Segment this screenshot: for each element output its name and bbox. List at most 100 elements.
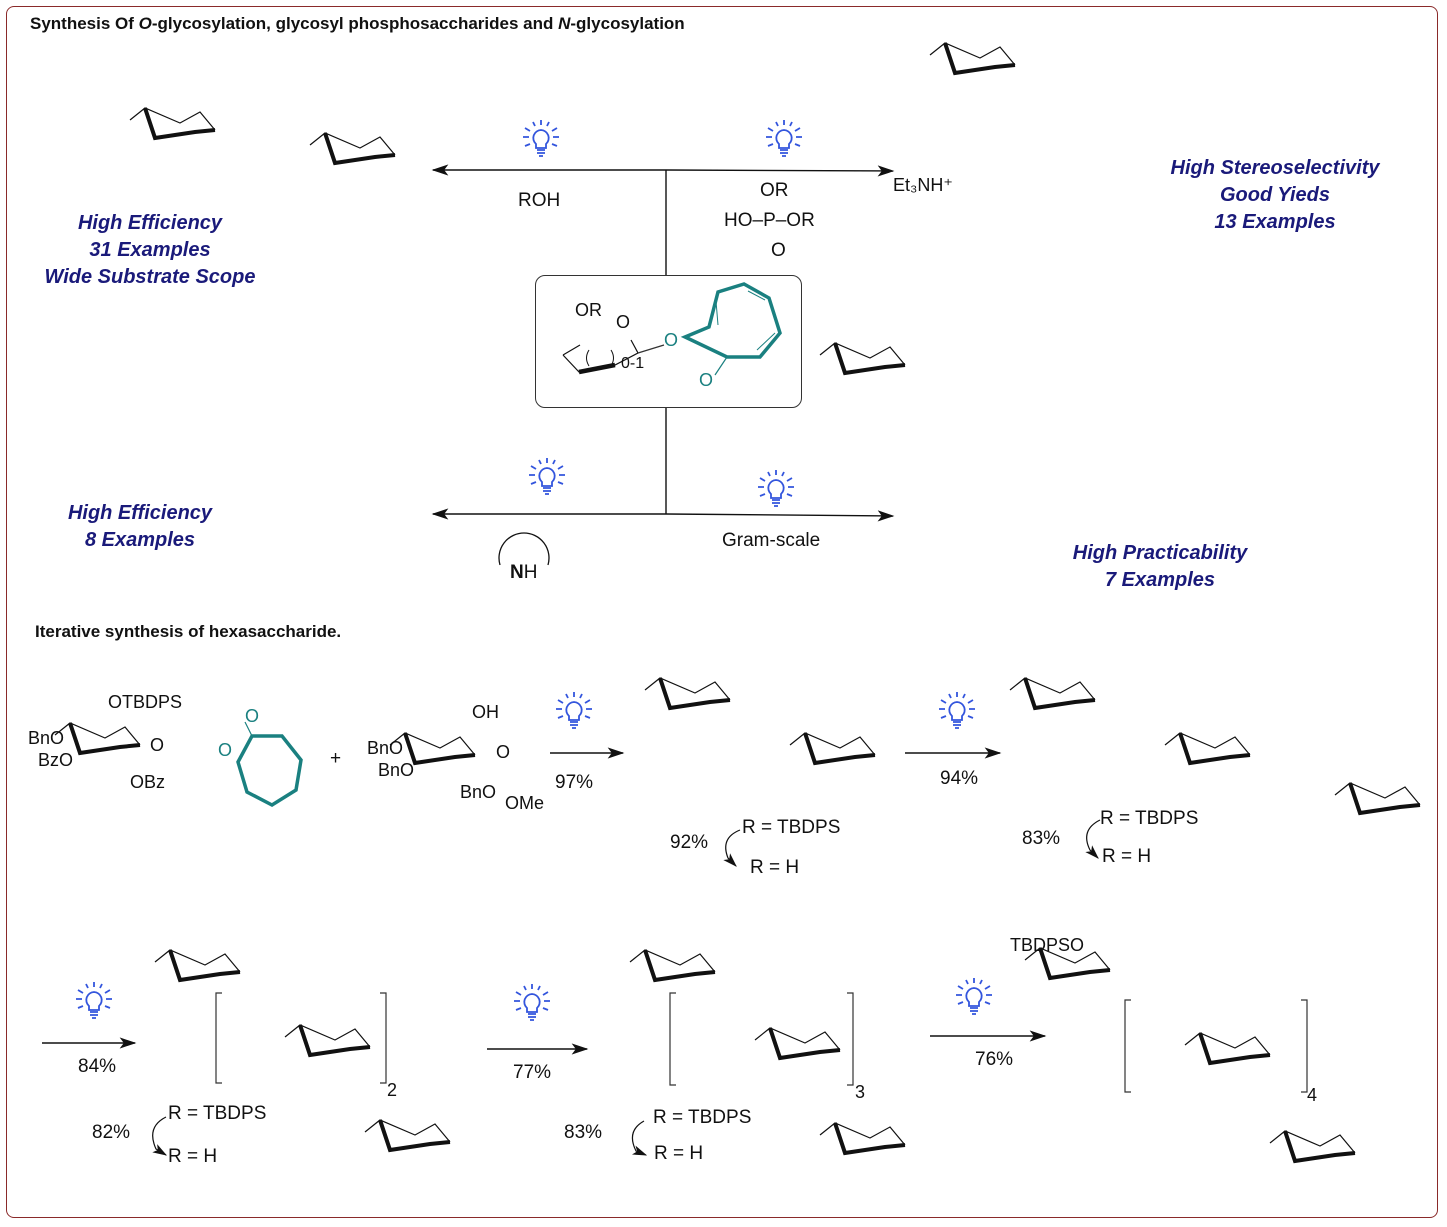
bracket-4 bbox=[1124, 999, 1308, 1093]
light-bulb-icon bbox=[525, 456, 569, 500]
sugar-ring-back bbox=[754, 1027, 841, 1051]
donor-obz: OBz bbox=[130, 772, 166, 792]
sugar-ring-front bbox=[768, 1027, 841, 1061]
final-protecting-group: TBDPSO bbox=[1010, 935, 1085, 955]
deprotect-yield-4: 83% bbox=[564, 1122, 603, 1143]
sugar-ring-back bbox=[1024, 947, 1111, 971]
yield-step-1: 97% bbox=[555, 772, 594, 793]
sugar-ring-front bbox=[1023, 677, 1096, 711]
repeat-subscript-3: 3 bbox=[855, 1082, 866, 1102]
sugar-ring-front bbox=[378, 1119, 451, 1153]
center-reagent-box bbox=[535, 275, 802, 408]
sugar-ring-front bbox=[803, 732, 876, 766]
figure-frame bbox=[6, 6, 1438, 1218]
arrow-phosphosaccharide bbox=[665, 165, 895, 177]
sugar-ring-back bbox=[929, 42, 1016, 66]
title-mid: -glycosylation, glycosyl phosphosacchari… bbox=[151, 14, 559, 33]
center-carbonyl-o: O bbox=[699, 370, 714, 390]
sugar-ring-front bbox=[298, 1024, 371, 1058]
sugar-rings bbox=[54, 42, 1421, 1164]
sugar-ring-front bbox=[143, 107, 216, 141]
acceptor-ome: OMe bbox=[505, 793, 545, 813]
condition-phosphate-mid: HO–P–OR bbox=[724, 210, 815, 231]
sugar-ring-back bbox=[364, 1119, 451, 1143]
yield-step-2: 94% bbox=[940, 768, 979, 789]
donor-ring-o: O bbox=[150, 735, 165, 755]
title-n: N bbox=[558, 14, 571, 33]
branch-connectors bbox=[431, 164, 895, 522]
deprotect-from-2: R = TBDPS bbox=[1100, 808, 1199, 829]
note-line: Wide Substrate Scope bbox=[44, 266, 256, 288]
light-bulb-icon bbox=[754, 468, 798, 512]
light-bulb-icon bbox=[552, 690, 596, 734]
donor-carbonyl-o: O bbox=[245, 706, 260, 726]
sugar-ring-front bbox=[643, 949, 716, 983]
sugar-ring-back bbox=[644, 677, 731, 701]
condition-gram-scale: Gram-scale bbox=[722, 530, 821, 551]
sugar-ring-back bbox=[154, 949, 241, 973]
curved-arrow-3 bbox=[152, 1116, 168, 1156]
note-line: 31 Examples bbox=[89, 239, 211, 261]
donor-tropolone bbox=[236, 721, 303, 808]
sugar-ring-back bbox=[629, 949, 716, 973]
title-o: O bbox=[138, 14, 152, 33]
note-line: Good Yieds bbox=[1219, 184, 1331, 206]
curved-arrow-4 bbox=[631, 1120, 648, 1156]
deprotection-arrows bbox=[152, 819, 1101, 1156]
sugar-ring-back bbox=[1334, 782, 1421, 806]
repeat-brackets bbox=[215, 992, 1308, 1093]
center-or: OR bbox=[575, 300, 602, 320]
note-line: High Practicability bbox=[1072, 542, 1248, 564]
note-line: High Efficiency bbox=[77, 212, 223, 234]
light-bulb-icon bbox=[952, 976, 996, 1020]
sugar-ring-back bbox=[129, 107, 216, 131]
sugar-ring-front bbox=[1283, 1130, 1356, 1164]
deprotect-from-4: R = TBDPS bbox=[653, 1107, 752, 1128]
sugar-ring-front bbox=[1038, 947, 1111, 981]
note-line: 8 Examples bbox=[84, 529, 196, 551]
donor-otbdps: OTBDPS bbox=[108, 692, 183, 712]
light-bulb-icon bbox=[762, 118, 806, 162]
acceptor-ring-o: O bbox=[496, 742, 511, 762]
sugar-ring-front bbox=[833, 1122, 906, 1156]
light-bulb-icon bbox=[510, 982, 554, 1026]
section2-title: Iterative synthesis of hexasaccharide. bbox=[35, 622, 342, 641]
yield-step-5: 76% bbox=[975, 1049, 1014, 1070]
condition-phosphate-bottom: O bbox=[771, 240, 786, 261]
bracket-2 bbox=[215, 992, 387, 1084]
sugar-ring-front bbox=[1348, 782, 1421, 816]
sugar-ring-back bbox=[1184, 1032, 1271, 1056]
bracket-3 bbox=[669, 992, 854, 1086]
condition-nh: NH bbox=[510, 562, 538, 583]
note-line: High Efficiency bbox=[67, 502, 213, 524]
repeat-subscript-4: 4 bbox=[1307, 1085, 1318, 1105]
sugar-ring-front bbox=[1178, 732, 1251, 766]
acceptor-bno-2: BnO bbox=[378, 760, 415, 780]
sugar-ring-back bbox=[309, 132, 396, 156]
sugar-ring-front bbox=[1198, 1032, 1271, 1066]
acceptor-bno-1: BnO bbox=[367, 738, 404, 758]
deprotect-to-3: R = H bbox=[168, 1146, 218, 1167]
light-bulb-icon bbox=[935, 690, 979, 734]
center-repeat: 0-1 bbox=[621, 355, 645, 372]
sugar-ring-front bbox=[658, 677, 731, 711]
acceptor-oh: OH bbox=[472, 702, 499, 722]
sugar-ring-back bbox=[1269, 1130, 1356, 1154]
acceptor-bno-3: BnO bbox=[460, 782, 497, 802]
condition-roh: ROH bbox=[518, 190, 561, 211]
sugar-ring-front bbox=[323, 132, 396, 166]
heterocycle-ring bbox=[498, 532, 550, 566]
deprotect-to-1: R = H bbox=[750, 857, 800, 878]
sugar-ring-back bbox=[1164, 732, 1251, 756]
plus-sign: + bbox=[330, 748, 342, 769]
light-bulb-icon bbox=[72, 980, 116, 1024]
condition-phosphate-top: OR bbox=[760, 180, 789, 201]
title-prefix: Synthesis Of bbox=[30, 14, 139, 33]
donor-linker-o: O bbox=[218, 740, 233, 760]
sugar-ring-back bbox=[1009, 677, 1096, 701]
notes-n-glycosylation: High Efficiency 8 Examples bbox=[50, 500, 230, 554]
deprotect-to-4: R = H bbox=[654, 1143, 704, 1164]
sugar-ring-front bbox=[833, 342, 906, 376]
sugar-ring-front bbox=[943, 42, 1016, 76]
